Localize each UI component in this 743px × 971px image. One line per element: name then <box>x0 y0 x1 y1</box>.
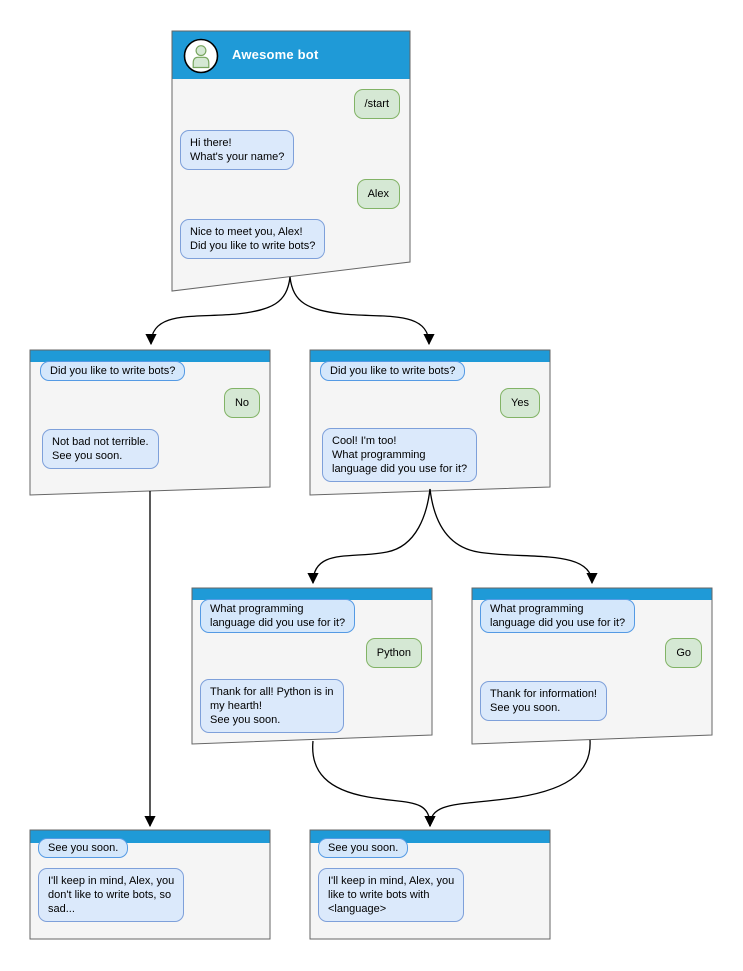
connector-yes-to-python <box>307 488 431 585</box>
connector-bot-to-yes <box>289 276 435 346</box>
connector-python-to-end <box>312 740 436 828</box>
question-recap-bubble: What programming language did you use fo… <box>480 599 636 633</box>
bot-message-bubble: Nice to meet you, Alex! Did you like to … <box>180 219 326 259</box>
connector-go-to-end <box>424 739 591 828</box>
question-recap-bubble: What programming language did you use fo… <box>200 599 356 633</box>
bot-message-bubble: I'll keep in mind, Alex, you like to wri… <box>318 868 465 922</box>
bot-message-bubble: Not bad not terrible. See you soon. <box>42 429 159 469</box>
user-reply-bubble: /start <box>353 89 400 119</box>
window-header: Awesome bot <box>172 31 410 79</box>
question-recap-bubble: Did you like to write bots? <box>320 361 466 381</box>
user-avatar-icon <box>183 38 219 74</box>
bot-message-bubble: I'll keep in mind, Alex, you don't like … <box>38 868 185 922</box>
bot-message-bubble: Cool! I'm too! What programming language… <box>322 428 478 482</box>
question-recap-bubble: See you soon. <box>38 838 129 858</box>
bot-message-bubble: Thank for all! Python is in my hearth! S… <box>200 679 344 733</box>
user-reply-bubble: Go <box>665 638 702 668</box>
user-reply-bubble: Alex <box>356 179 400 209</box>
window-title: Awesome bot <box>232 47 319 62</box>
chat-window-branch-go: What programming language did you use fo… <box>472 588 712 744</box>
chat-window-end-no: See you soon. I'll keep in mind, Alex, y… <box>30 830 270 939</box>
chat-window-branch-python: What programming language did you use fo… <box>192 588 432 744</box>
chat-window-branch-no: Did you like to write bots? No Not bad n… <box>30 350 270 495</box>
bot-message-bubble: Thank for information! See you soon. <box>480 681 607 721</box>
user-reply-bubble: No <box>223 388 260 418</box>
bot-message-bubble: Hi there! What's your name? <box>180 130 295 170</box>
connector-yes-to-go <box>429 488 598 585</box>
chat-window-awesome-bot: Awesome bot /start Hi there! What's your… <box>172 31 410 291</box>
user-reply-bubble: Python <box>365 638 422 668</box>
chat-window-branch-yes: Did you like to write bots? Yes Cool! I'… <box>310 350 550 495</box>
connector-bot-to-no <box>145 276 291 346</box>
question-recap-bubble: Did you like to write bots? <box>40 361 186 381</box>
question-recap-bubble: See you soon. <box>318 838 409 858</box>
chat-window-end-yes: See you soon. I'll keep in mind, Alex, y… <box>310 830 550 939</box>
user-reply-bubble: Yes <box>500 388 540 418</box>
